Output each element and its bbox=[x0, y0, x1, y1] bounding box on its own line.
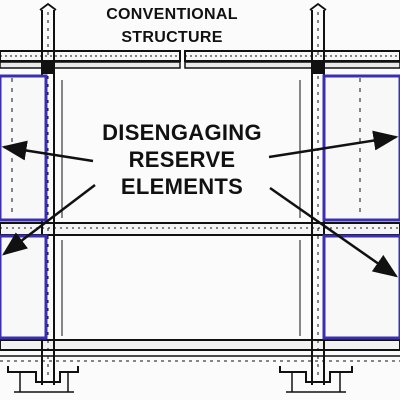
header-line-1: CONVENTIONAL bbox=[106, 6, 238, 23]
arrow-left-upper bbox=[1, 140, 94, 163]
center-panels bbox=[61, 80, 301, 336]
arrow-right-lower bbox=[269, 186, 399, 278]
header-line-2: STRUCTURE bbox=[121, 29, 222, 46]
right-upper-reserve-panel bbox=[322, 74, 400, 222]
callout-line-2: RESERVE bbox=[129, 147, 236, 172]
callout-arrows bbox=[1, 130, 399, 278]
arrow-right-upper bbox=[268, 130, 399, 159]
reserve-elements bbox=[0, 74, 400, 340]
callout-line-3: ELEMENTS bbox=[121, 174, 243, 199]
arrow-left-lower bbox=[2, 184, 96, 256]
callout-line-1: DISENGAGING bbox=[102, 120, 262, 145]
foundation-slab bbox=[0, 339, 400, 362]
left-footing bbox=[7, 366, 79, 393]
upper-beam bbox=[0, 50, 400, 69]
middle-beam bbox=[0, 222, 400, 236]
right-footing bbox=[279, 366, 353, 393]
